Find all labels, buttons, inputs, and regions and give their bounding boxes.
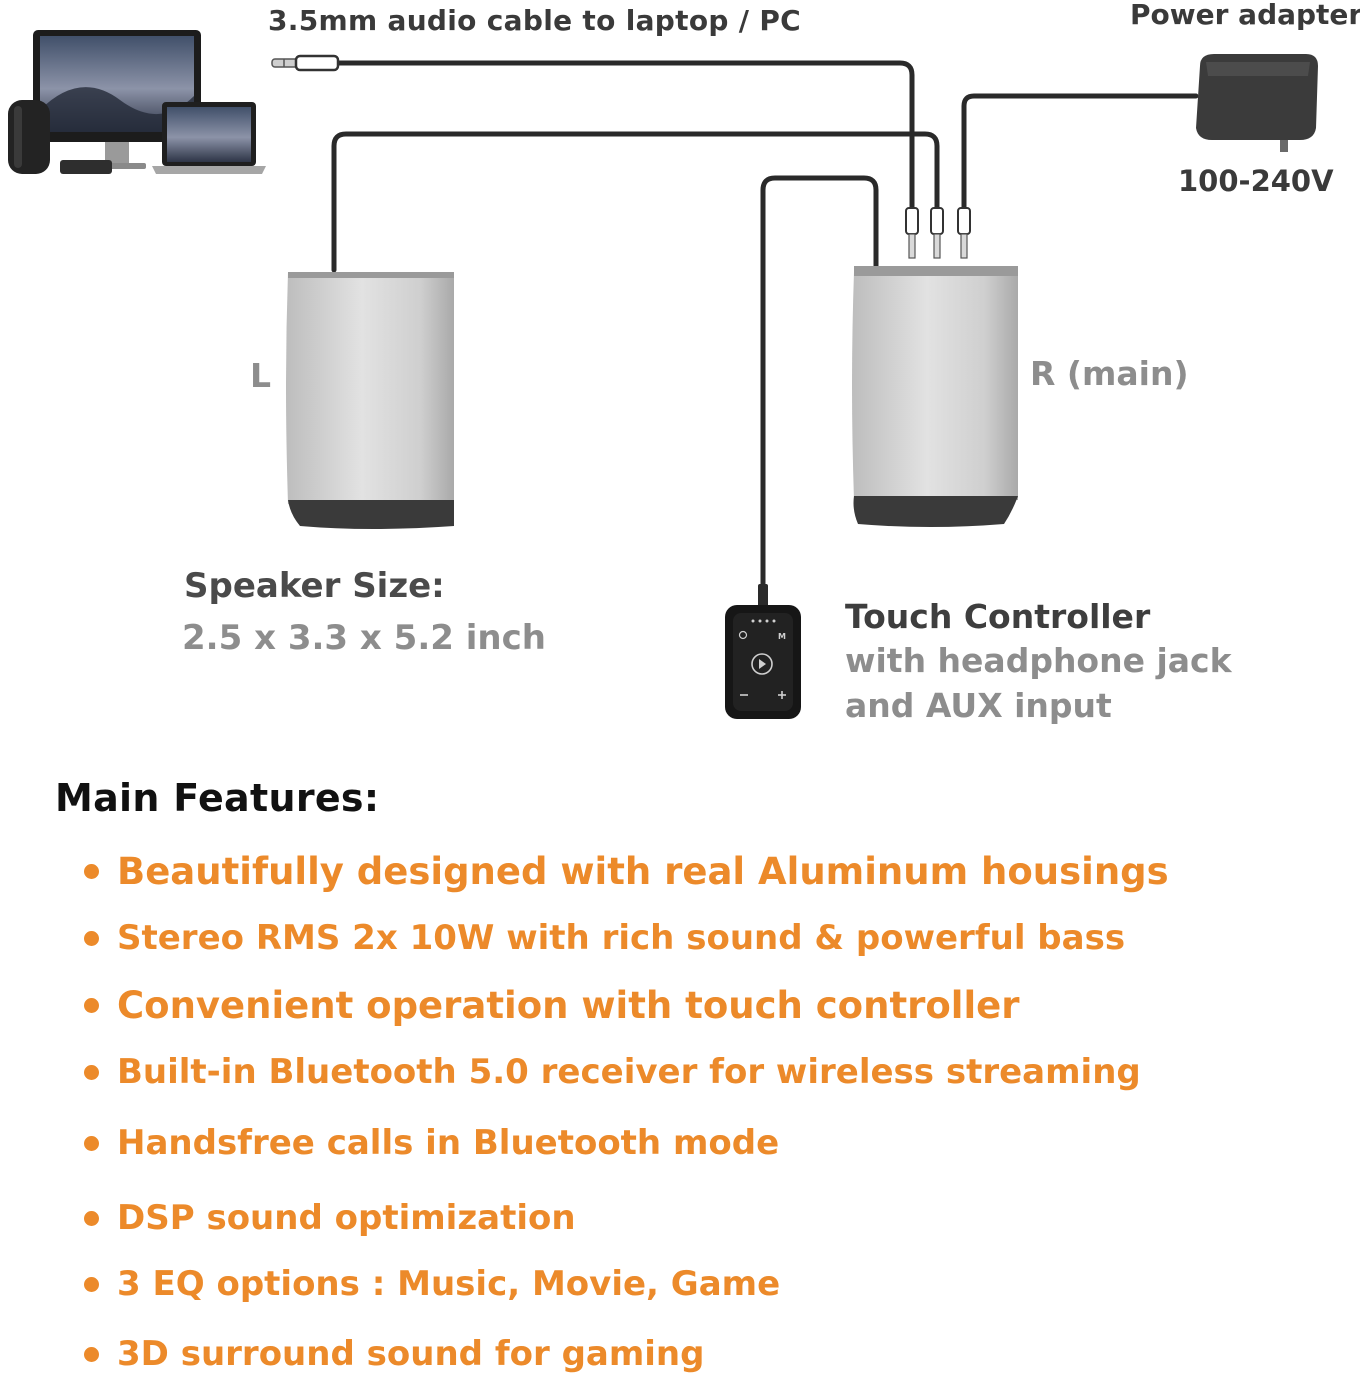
- voltage-label: 100-240V: [1178, 164, 1334, 198]
- speaker-size-title: Speaker Size:: [184, 566, 445, 606]
- feature-text: Built-in Bluetooth 5.0 receiver for wire…: [117, 1052, 1141, 1092]
- right-speaker: [852, 266, 1018, 527]
- feature-text: Handsfree calls in Bluetooth mode: [117, 1123, 780, 1163]
- bullet-icon: [84, 1064, 99, 1080]
- speaker-size-value: 2.5 x 3.3 x 5.2 inch: [182, 618, 546, 658]
- left-speaker: [286, 272, 454, 529]
- feature-text: DSP sound optimization: [117, 1198, 576, 1238]
- audio-jack-icon: [271, 54, 340, 72]
- bullet-icon: [84, 1210, 99, 1226]
- feature-text: Beautifully designed with real Aluminum …: [117, 850, 1169, 893]
- feature-text: 3D surround sound for gaming: [117, 1334, 705, 1374]
- bullet-icon: [84, 1276, 99, 1292]
- bullet-icon: [84, 864, 99, 879]
- controller-description-line-2: and AUX input: [845, 686, 1112, 725]
- feature-item: Handsfree calls in Bluetooth mode: [84, 1123, 779, 1163]
- connection-diagram: M: [8, 30, 1318, 719]
- touch-controller-icon: M: [725, 584, 801, 719]
- controller-title: Touch Controller: [845, 597, 1151, 636]
- left-speaker-label: L: [250, 356, 272, 395]
- feature-text: Convenient operation with touch controll…: [117, 984, 1020, 1027]
- feature-text: Stereo RMS 2x 10W with rich sound & powe…: [117, 918, 1126, 958]
- feature-text: 3 EQ options : Music, Movie, Game: [117, 1264, 781, 1304]
- bullet-icon: [84, 1135, 99, 1151]
- feature-item: 3D surround sound for gaming: [84, 1334, 704, 1374]
- left-speaker-cable: [331, 131, 940, 273]
- features-heading: Main Features:: [55, 776, 380, 820]
- feature-item: Convenient operation with touch controll…: [84, 984, 1020, 1027]
- controller-button-label: M: [778, 632, 786, 641]
- feature-item: DSP sound optimization: [84, 1198, 576, 1238]
- power-adapter-label: Power adapter: [1130, 0, 1360, 31]
- bullet-icon: [84, 930, 99, 946]
- speaker-plugs: [905, 207, 971, 259]
- audio-cable: [335, 60, 915, 215]
- controller-description-line-1: with headphone jack: [845, 641, 1232, 680]
- power-adapter-icon: [1196, 54, 1318, 152]
- bullet-icon: [84, 1346, 99, 1362]
- audio-cable-label: 3.5mm audio cable to laptop / PC: [268, 4, 801, 37]
- bullet-icon: [84, 998, 99, 1013]
- controller-cable: [760, 175, 879, 591]
- cables: [331, 60, 1199, 591]
- feature-item: Built-in Bluetooth 5.0 receiver for wire…: [84, 1052, 1141, 1092]
- right-speaker-label: R (main): [1030, 354, 1189, 393]
- power-cable: [961, 93, 1199, 215]
- computer-devices-icon: [8, 30, 266, 174]
- feature-item: Stereo RMS 2x 10W with rich sound & powe…: [84, 918, 1125, 958]
- feature-item: 3 EQ options : Music, Movie, Game: [84, 1264, 780, 1304]
- feature-item: Beautifully designed with real Aluminum …: [84, 850, 1169, 893]
